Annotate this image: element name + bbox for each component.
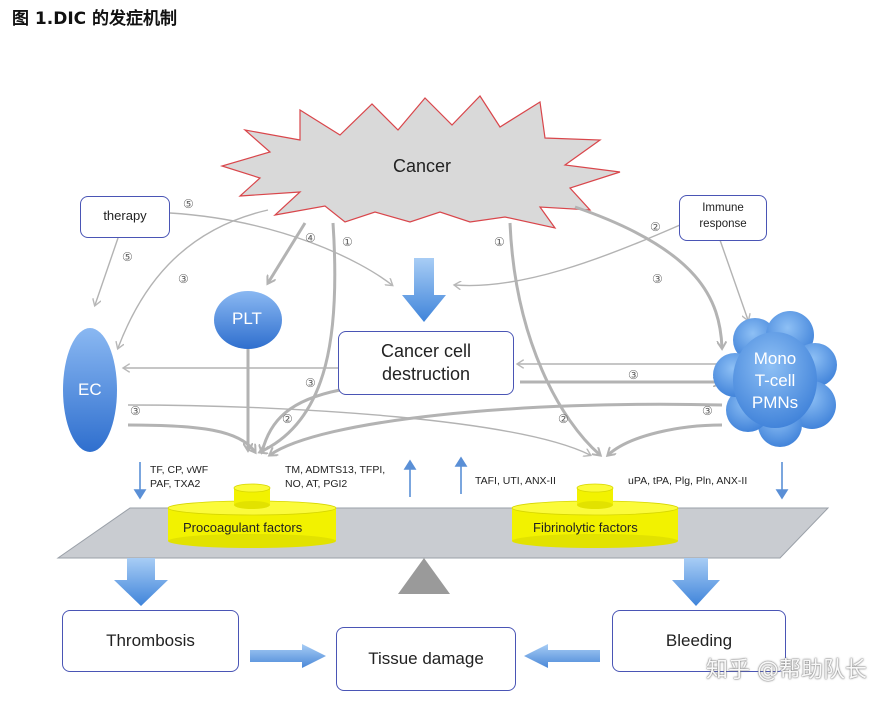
mark-2-fibrin: ② [558, 412, 569, 426]
cancer-label: Cancer [393, 156, 452, 176]
therapy-box [80, 196, 170, 238]
thrombosis-label: Thrombosis [106, 631, 195, 650]
mark-3-ec: ③ [178, 272, 189, 286]
procoagulant-cylinder [167, 483, 337, 548]
tissue-damage-box [336, 627, 516, 691]
mark-5-therapy: ⑤ [183, 197, 194, 211]
balance-fulcrum [398, 558, 450, 594]
mark-5-ec: ⑤ [122, 250, 133, 264]
fibrinolytic-label: Fibrinolytic factors [533, 520, 638, 535]
mark-3-immune-bottom: ③ [702, 404, 713, 418]
ec-label: EC [78, 380, 102, 399]
immune-response-label: Immune response [699, 202, 747, 230]
bleeding-box [612, 610, 786, 672]
fibrinolytic-up-factors: uPA, tPA, Plg, Pln, ANX-II [628, 475, 748, 487]
procoagulant-up-factors: TF, CP, vWF PAF, TXA2 [150, 464, 209, 490]
mark-2-immune-response: ② [650, 220, 661, 234]
mark-3-destruction: ③ [305, 376, 316, 390]
regulation-arrows [133, 456, 789, 500]
mark-3-to-immune: ③ [628, 368, 639, 382]
antifibrinolytic-factors: TAFI, UTI, ANX-II [475, 475, 556, 487]
bleeding-arrow [672, 558, 720, 606]
plt-cell [214, 291, 282, 349]
mark-1-right: ① [494, 235, 505, 249]
bleeding-to-damage-arrow [524, 644, 600, 668]
mark-2-procoag: ② [282, 412, 293, 426]
mark-4-plt: ④ [305, 231, 316, 245]
cancer-destruction-label: Cancer cell destruction [380, 341, 472, 384]
pathway-arrows [95, 205, 748, 455]
fibrinolytic-cylinder [511, 483, 679, 548]
mark-1-left: ① [342, 235, 353, 249]
immune-response-box [679, 195, 767, 241]
mark-3-immune: ③ [652, 272, 663, 286]
thrombosis-arrow [114, 558, 168, 606]
therapy-label: therapy [103, 208, 147, 223]
procoagulant-label: Procoagulant factors [183, 520, 303, 535]
page-title: 图 1.DIC 的发症机制 [12, 9, 178, 29]
cancer-destruction-box [338, 331, 514, 395]
tissue-damage-label: Tissue damage [368, 649, 484, 668]
cancer-destruction-arrow [402, 258, 446, 322]
plt-label: PLT [232, 309, 262, 328]
anticoagulant-factors: TM, ADMTS13, TFPI, NO, AT, PGI2 [285, 464, 386, 490]
mark-3-ec-bottom: ③ [130, 404, 141, 418]
immune-cells-cloud [713, 311, 837, 447]
ec-cell [63, 328, 117, 452]
bleeding-label: Bleeding [665, 631, 733, 650]
thrombosis-box [62, 610, 239, 672]
thrombosis-to-damage-arrow [250, 644, 326, 668]
immune-cells-label: Mono T-cell PMNs [751, 349, 799, 412]
cancer-starburst [219, 95, 621, 229]
zhihu-watermark: 知乎 @帮助队长 [706, 658, 867, 683]
